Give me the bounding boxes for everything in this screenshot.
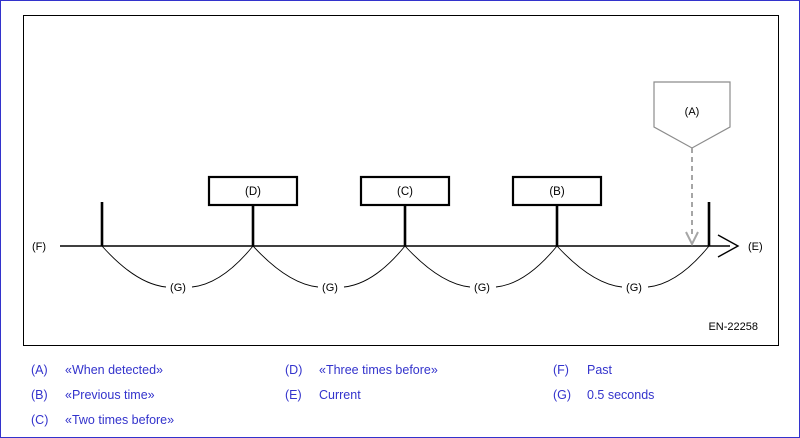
interval-arc-4-label: (G) [626,282,642,294]
legend-text-c: «Two times before» [65,413,175,427]
interval-arc-2-label: (G) [322,282,338,294]
legend-item-a: (A) «When detected» [31,363,163,377]
event-box-c[interactable] [359,175,451,207]
interval-arc-1-label: (G) [170,282,186,294]
interval-arc-2-left [252,245,319,288]
legend: (A) «When detected» (B) «Previous time» … [23,353,779,433]
event-box-b-label: (B) [549,186,565,198]
legend-key-a: (A) [31,363,48,377]
legend-text-a: «When detected» [65,363,163,377]
callout-label: (A) [685,106,700,118]
diagram-frame: (F) (E) (D) (C) (B) (G) (G) (G) [23,15,779,346]
legend-text-d: «Three times before» [319,363,438,377]
callout-pentagon[interactable] [653,81,731,149]
event-box-d[interactable] [207,175,299,207]
legend-key-d: (D) [285,363,303,377]
legend-key-c: (C) [31,413,49,427]
legend-item-b: (B) «Previous time» [31,388,155,402]
interval-arc-1-left [101,245,167,288]
legend-key-b: (B) [31,388,48,402]
interval-arc-4-left [556,245,623,288]
reference-code: EN-22258 [708,321,758,333]
legend-item-d: (D) «Three times before» [285,363,438,377]
legend-item-g: (G) 0.5 seconds [553,388,654,402]
callout-arrowhead-icon [685,231,699,247]
legend-item-f: (F) Past [553,363,612,377]
legend-text-f: Past [587,363,613,377]
legend-key-g: (G) [553,388,572,402]
interval-arc-2-right [343,245,406,288]
interval-arc-1-right [191,245,254,288]
legend-text-e: Current [319,388,361,402]
interval-arc-3-left [404,245,471,288]
legend-key-f: (F) [553,363,569,377]
timeline-arrowhead [717,234,740,258]
legend-text-g: 0.5 seconds [587,388,655,402]
timeline-diagram: (F) (E) (D) (C) (B) (G) (G) (G) [32,81,763,333]
legend-item-e: (E) Current [285,388,361,402]
interval-arc-4-right [647,245,710,288]
axis-label-past: (F) [32,241,46,253]
event-box-c-label: (C) [397,186,413,198]
axis-label-current: (E) [748,241,763,253]
legend-text-b: «Previous time» [65,388,155,402]
interval-arc-3-label: (G) [474,282,490,294]
event-box-b[interactable] [511,175,603,207]
legend-key-e: (E) [285,388,302,402]
event-box-d-label: (D) [245,186,261,198]
legend-item-c: (C) «Two times before» [31,413,174,427]
interval-arc-3-right [495,245,558,288]
